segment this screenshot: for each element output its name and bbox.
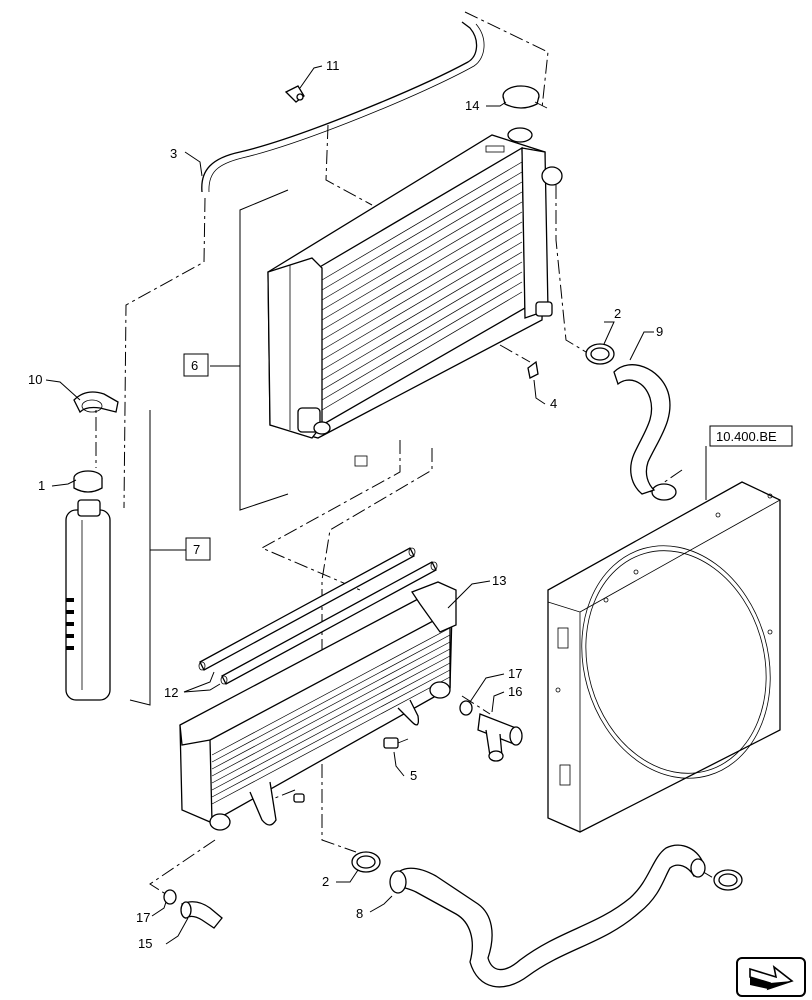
callout-labels: 1 2 2 3 4 5 8 9 10 11 12 13 14 15 16 17 … xyxy=(28,58,793,951)
callout-5: 5 xyxy=(410,768,417,783)
callout-10: 10 xyxy=(28,372,42,387)
radiator-cap xyxy=(502,85,548,109)
callout-7: 7 xyxy=(193,542,200,557)
callout-16: 16 xyxy=(508,684,522,699)
callout-2-lower: 2 xyxy=(322,874,329,889)
assembly-center-lines xyxy=(95,11,721,901)
callout-17-lower: 17 xyxy=(136,910,150,925)
bolt xyxy=(293,737,409,803)
overflow-hose xyxy=(201,21,485,193)
oil-cooler xyxy=(179,581,457,831)
lower-radiator-hose xyxy=(389,844,706,988)
callout-1: 1 xyxy=(38,478,45,493)
reservoir-cap xyxy=(73,470,103,493)
callout-6: 6 xyxy=(191,358,198,373)
elbow-fitting xyxy=(180,901,223,929)
tee-fitting xyxy=(477,713,523,762)
page-forward-arrow-icon xyxy=(749,965,794,991)
callout-12: 12 xyxy=(164,685,178,700)
callout-2-upper: 2 xyxy=(614,306,621,321)
o-ring-upper xyxy=(459,700,473,716)
callout-9: 9 xyxy=(656,324,663,339)
callout-14: 14 xyxy=(465,98,479,113)
hose-clip xyxy=(284,85,305,103)
callout-8: 8 xyxy=(356,906,363,921)
radiator-fins xyxy=(321,161,523,411)
callout-13: 13 xyxy=(492,573,506,588)
level-marks xyxy=(66,598,74,650)
group-brackets xyxy=(129,189,289,706)
upper-radiator-hose xyxy=(613,364,671,495)
leader-lines xyxy=(45,65,707,945)
reference-fan-shroud: 10.400.BE xyxy=(716,429,777,444)
hose-clamps xyxy=(351,343,743,891)
oil-cooler-fins xyxy=(211,627,451,805)
callout-4: 4 xyxy=(550,396,557,411)
callout-3: 3 xyxy=(170,146,177,161)
reservoir-bracket xyxy=(73,391,119,414)
radiator xyxy=(267,127,563,467)
fan-shroud xyxy=(547,481,781,833)
cooler-tubes xyxy=(198,547,438,685)
clip xyxy=(527,360,539,379)
coolant-reservoir xyxy=(65,499,111,701)
callout-11: 11 xyxy=(326,58,340,73)
callout-17-upper: 17 xyxy=(508,666,522,681)
callout-15: 15 xyxy=(138,936,152,951)
next-page-button[interactable] xyxy=(736,957,806,997)
o-ring-lower xyxy=(163,889,177,905)
